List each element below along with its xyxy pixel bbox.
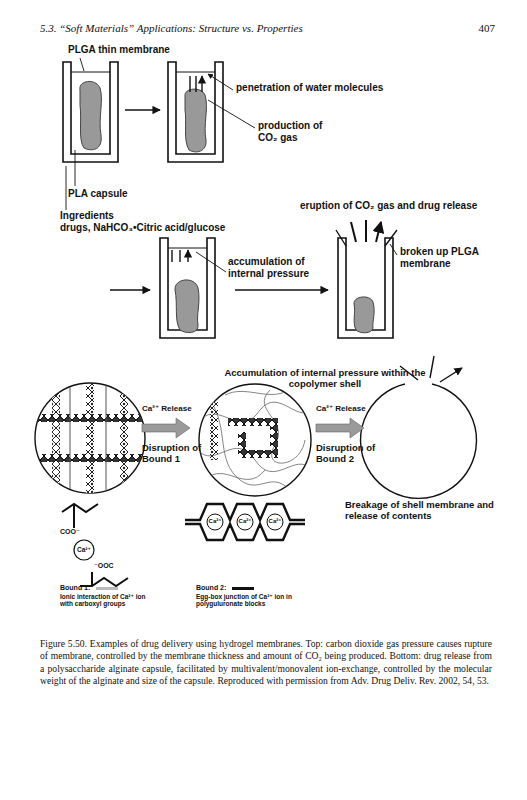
figure-caption: Figure 5.50. Examples of drug delivery u… <box>40 638 492 688</box>
figure-label: COO⁻ <box>60 528 90 536</box>
figure-label: Ingredients <box>60 210 160 222</box>
figure-label: Breakage of shell membrane and release o… <box>345 500 495 522</box>
egg-box <box>185 504 305 540</box>
stage-3 <box>160 238 215 338</box>
figure-label: broken up PLGA membrane <box>400 246 525 269</box>
gel-capsule-2 <box>198 384 315 496</box>
figure-label: Ca²⁺ <box>74 546 94 553</box>
figure-label: Ca²⁺ <box>205 518 225 525</box>
figure-label: production of CO₂ gas <box>258 120 328 143</box>
running-header: 5.3. “Soft Materials” Applications: Stru… <box>40 22 420 35</box>
figure-label: Disruption of Bound 2 <box>316 443 376 465</box>
figure-label: Ca²⁺ Release <box>142 404 212 413</box>
stage-4 <box>336 220 397 338</box>
figure-label: drugs, NaHCO₃•Citric acid/glucose <box>60 222 280 234</box>
bound-swatches <box>96 587 254 590</box>
figure-label: PLA capsule <box>68 188 168 200</box>
release-arrows <box>142 418 364 438</box>
figure-label: Bound 1: <box>60 584 96 592</box>
carboxyl-bond <box>62 504 128 586</box>
figure-label: Egg-box junction of Ca²⁺ ion in polygulu… <box>196 593 296 608</box>
figure-label: penetration of water molecules <box>236 82 406 94</box>
stage-1 <box>63 62 118 162</box>
gel-capsule-1 <box>30 380 150 500</box>
figure-label: Ca²⁺ Release <box>316 404 386 413</box>
figure-label: accumulation of internal pressure <box>228 256 318 279</box>
figure-label: Ionic interaction of Ca²⁺ ion with carbo… <box>60 593 150 608</box>
figure-label: PLGA thin membrane <box>68 44 188 56</box>
figure-label: eruption of CO₂ gas and drug release <box>300 200 520 212</box>
figure-label: Bound 2: <box>196 584 232 592</box>
step-arrows <box>110 110 328 290</box>
stage-2 <box>168 62 223 162</box>
running-header: 407 <box>455 22 495 35</box>
figure-label: ⁻OOC <box>94 562 124 570</box>
figure-label: Disruption of Bound 1 <box>142 443 202 465</box>
figure-label: Accumulation of internal pressure within… <box>215 368 435 390</box>
figure-label: Ca²⁺ <box>235 518 255 525</box>
figure-label: Ca²⁺ <box>265 518 285 525</box>
